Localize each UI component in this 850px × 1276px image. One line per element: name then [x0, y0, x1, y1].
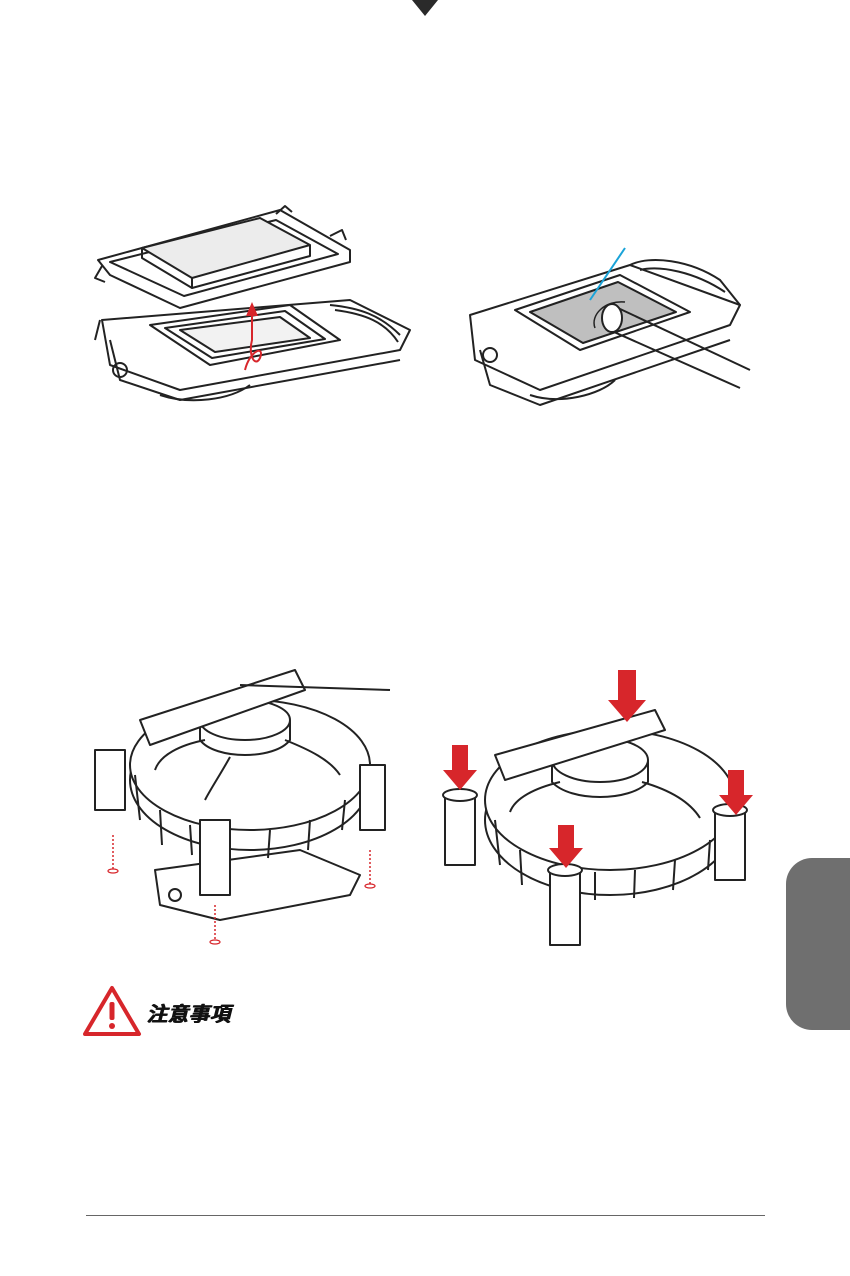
cpu-cooler-pins-icon [80, 660, 410, 950]
footer-rule [86, 1215, 765, 1216]
cpu-socket-lever-icon [80, 190, 420, 420]
thermal-paste-syringe-icon [440, 220, 760, 420]
warning-triangle-icon [82, 985, 142, 1037]
side-chapter-tab [786, 858, 850, 1030]
warning-title: 注意事項 [147, 998, 231, 1027]
page-top-marker [412, 0, 438, 18]
cpu-cooler-press-icon [430, 660, 770, 960]
